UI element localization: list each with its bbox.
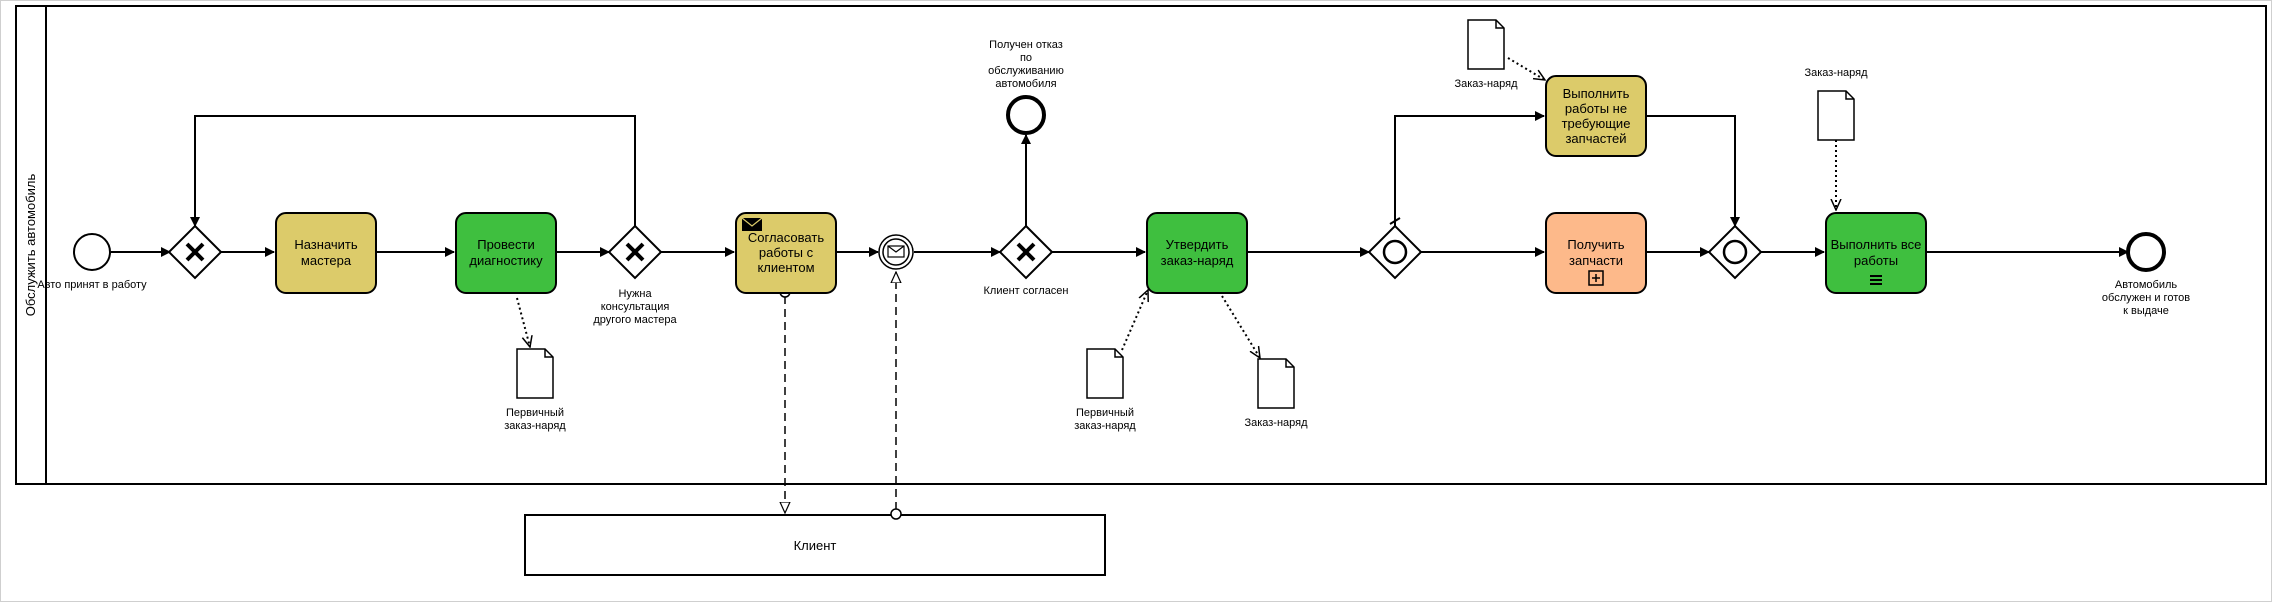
document-icon: [1086, 348, 1124, 399]
task-agree-with-client[interactable]: Согласовать работы с клиентом: [735, 212, 837, 294]
task-agree-label-1: Согласовать: [748, 230, 824, 245]
task-diagnose-label-2: диагностику: [469, 253, 543, 268]
task-work-without-parts[interactable]: Выполнить работы не требующие запчастей: [1545, 75, 1647, 157]
data-object-order-1: Заказ-наряд: [1244, 358, 1308, 429]
doc-order-1-label: Заказ-наряд: [1244, 417, 1308, 429]
end-refused-label-3: обслуживанию: [988, 65, 1064, 77]
task-noparts-label-3: требующие: [1562, 116, 1631, 131]
task-assign-label-1: Назначить: [294, 237, 358, 252]
pool-client: Клиент: [524, 514, 1106, 576]
start-event: Авто принят в работу: [37, 233, 147, 291]
document-icon: [1817, 90, 1855, 141]
end-event-refused: Получен отказ по обслуживанию автомобиля: [988, 39, 1064, 135]
assoc-doc-noparts: [1507, 57, 1545, 80]
gateway-consult-label-3: другого мастера: [593, 314, 677, 326]
flow-gw2-loop: [190, 115, 636, 227]
doc-primary-1-label-1: Первичный: [506, 407, 564, 419]
task-agree-label-3: клиентом: [757, 260, 814, 275]
flow-noparts-gw5: [1646, 115, 1740, 227]
sequence-flows: [111, 111, 2129, 257]
task-approve-label-1: Утвердить: [1166, 237, 1229, 252]
task-approve-order[interactable]: Утвердить заказ-наряд: [1146, 212, 1248, 294]
task-diagnose-label-1: Провести: [477, 237, 535, 252]
assoc-doc-approve: [1121, 290, 1148, 351]
data-associations: [516, 57, 1836, 358]
gateway-exclusive-consult: Нужна консультация другого мастера: [593, 224, 677, 326]
client-pool-title: Клиент: [794, 538, 837, 553]
subprocess-get-parts[interactable]: Получить запчасти: [1545, 212, 1647, 294]
doc-primary-1-label-2: заказ-наряд: [504, 420, 566, 432]
task-getparts-label-2: запчасти: [1569, 253, 1623, 268]
task-getparts-label-1: Получить: [1567, 237, 1624, 252]
gateway-exclusive-client-ok: Клиент согласен: [984, 224, 1069, 297]
doc-primary-2-label-2: заказ-наряд: [1074, 420, 1136, 432]
gateway-inclusive-join: [1707, 224, 1763, 280]
task-noparts-label-1: Выполнить: [1563, 86, 1630, 101]
gateway-consult-label-1: Нужна: [618, 288, 652, 300]
start-event-label: Авто принят в работу: [37, 279, 147, 291]
data-object-order-2: Заказ-наряд: [1454, 19, 1518, 90]
document-icon: [1257, 358, 1295, 409]
end-refused-label-4: автомобиля: [995, 78, 1056, 90]
end-done-label-1: Автомобиль: [2115, 279, 2178, 291]
doc-order-3-label: Заказ-наряд: [1804, 67, 1868, 79]
gateway-client-ok-label: Клиент согласен: [984, 285, 1069, 297]
gateway-consult-label-2: консультация: [601, 301, 670, 313]
pool-title: Обслужить автомобиль: [23, 173, 38, 316]
document-icon: [516, 348, 554, 399]
flow-gw4-noparts: [1394, 111, 1545, 227]
assoc-approve-doc: [1221, 295, 1260, 358]
data-object-primary-order-2: Первичный заказ-наряд: [1074, 348, 1136, 432]
sequential-multi-instance-icon: [1870, 275, 1882, 285]
intermediate-message-event: [878, 234, 914, 270]
task-do-all-work[interactable]: Выполнить все работы: [1825, 212, 1927, 294]
end-done-label-3: к выдаче: [2123, 305, 2169, 317]
document-icon: [1467, 19, 1505, 70]
doc-primary-2-label-1: Первичный: [1076, 407, 1134, 419]
task-noparts-label-2: работы не: [1565, 101, 1627, 116]
data-object-order-3: Заказ-наряд: [1804, 67, 1868, 141]
task-agree-label-2: работы с: [759, 245, 814, 260]
assoc-diagnose-doc: [516, 297, 530, 347]
gateway-exclusive-1: [167, 224, 223, 280]
task-doall-label-2: работы: [1854, 253, 1898, 268]
task-approve-label-2: заказ-наряд: [1161, 253, 1234, 268]
data-object-primary-order-1: Первичный заказ-наряд: [504, 348, 566, 432]
doc-order-2-label: Заказ-наряд: [1454, 78, 1518, 90]
task-doall-label-1: Выполнить все: [1831, 237, 1922, 252]
task-assign-label-2: мастера: [301, 253, 352, 268]
end-done-label-2: обслужен и готов: [2102, 292, 2190, 304]
default-flow-mark: [1389, 217, 1401, 225]
task-assign-master[interactable]: Назначить мастера: [275, 212, 377, 294]
task-noparts-label-4: запчастей: [1565, 131, 1626, 146]
end-refused-label-1: Получен отказ: [989, 39, 1063, 51]
gateway-inclusive-split: [1367, 224, 1423, 280]
end-event-done: Автомобиль обслужен и готов к выдаче: [2102, 232, 2190, 317]
subprocess-expand-icon[interactable]: [1588, 270, 1604, 286]
task-diagnose[interactable]: Провести диагностику: [455, 212, 557, 294]
end-refused-label-2: по: [1020, 52, 1032, 64]
